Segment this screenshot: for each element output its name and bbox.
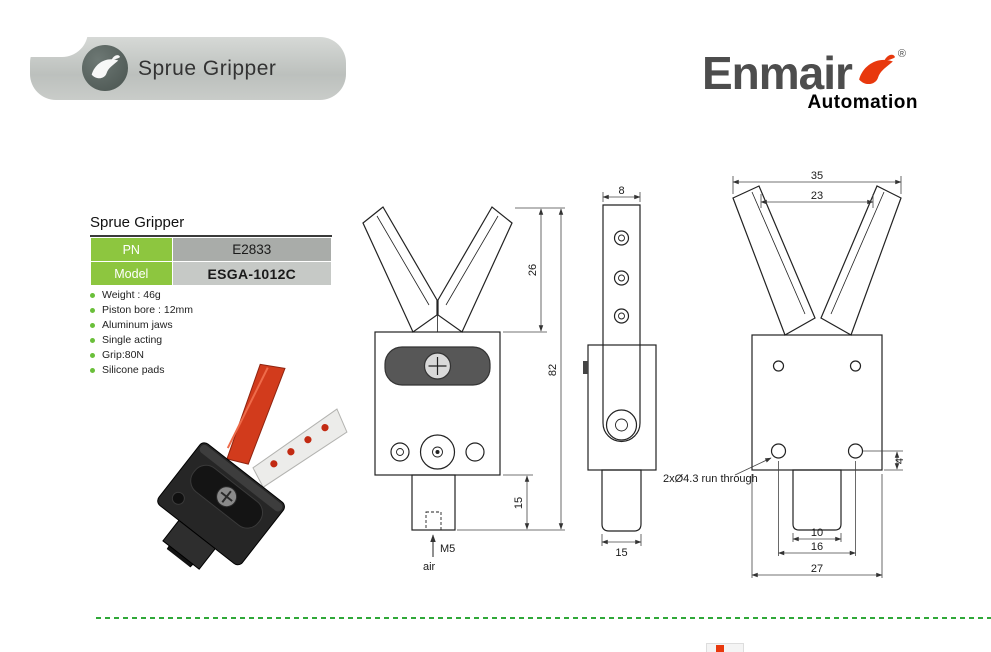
dim-edge-4: 4 xyxy=(894,458,906,464)
drawing-front-view: 26 82 15 M5 air xyxy=(362,206,565,573)
page-title: Sprue Gripper xyxy=(138,57,277,80)
brand-dolphin-icon xyxy=(859,54,895,85)
back-dim-lines xyxy=(732,176,903,578)
bullet-icon xyxy=(90,337,95,343)
back-dim-labels: 35 23 2xØ4.3 run through 4 10 16 27 xyxy=(663,170,906,575)
model-value: ESGA-1012C xyxy=(172,262,331,285)
partial-footer-image xyxy=(706,643,744,652)
dim-stem-15: 15 xyxy=(615,547,627,559)
registered-mark: ® xyxy=(897,48,906,60)
pn-label: PN xyxy=(91,238,172,261)
feature-list: Weight : 46g Piston bore : 12mm Aluminum… xyxy=(90,286,193,379)
dim-stem-15: 15 xyxy=(513,497,525,509)
footer-dashed-rule xyxy=(96,617,991,619)
list-item: Grip:80N xyxy=(90,349,193,361)
brand-row: Enmair ® xyxy=(632,47,932,99)
back-outline xyxy=(732,185,902,531)
banner-notch xyxy=(26,31,88,57)
list-item: Aluminum jaws xyxy=(90,319,193,331)
front-dim-lines xyxy=(430,207,565,557)
feature-text: Piston bore : 12mm xyxy=(102,304,194,316)
list-item: Piston bore : 12mm xyxy=(90,304,193,316)
product-info: Sprue Gripper PN E2833 Model ESGA-1012C xyxy=(90,214,332,286)
dim-tips-23: 23 xyxy=(811,190,823,202)
brand-tagline: Automation xyxy=(807,92,918,113)
dim-body-27: 27 xyxy=(811,563,823,575)
partial-footer-accent xyxy=(716,645,724,652)
brand-block: Enmair ® Automation xyxy=(632,47,932,128)
dolphin-logo-icon xyxy=(91,55,120,79)
pn-value: E2833 xyxy=(172,238,331,261)
dim-jaw-26: 26 xyxy=(527,264,539,276)
bullet-icon xyxy=(90,352,95,358)
front-dim-labels: 26 82 15 M5 air xyxy=(423,264,559,573)
header-banner: Sprue Gripper xyxy=(26,31,346,100)
product-photo xyxy=(125,345,360,581)
list-item: Single acting xyxy=(90,334,193,346)
side-outline xyxy=(583,204,657,532)
hole-note: 2xØ4.3 run through xyxy=(663,473,758,485)
drawing-side-view: 8 15 xyxy=(583,185,657,559)
spec-table: PN E2833 Model ESGA-1012C xyxy=(90,237,332,286)
drawing-back-view: 35 23 2xØ4.3 run through 4 10 16 27 xyxy=(663,170,906,578)
brand-name: Enmair xyxy=(701,47,853,99)
table-row: PN E2833 xyxy=(91,238,331,261)
dim-total-82: 82 xyxy=(547,364,559,376)
dim-stem-10: 10 xyxy=(811,527,823,539)
air-port-label: M5 xyxy=(440,543,455,555)
side-dim-labels: 8 15 xyxy=(615,185,627,559)
feature-text: Aluminum jaws xyxy=(102,319,173,331)
title-rule xyxy=(90,235,332,237)
product-photo-render xyxy=(157,363,348,581)
section-title: Sprue Gripper xyxy=(90,214,185,231)
feature-text: Silicone pads xyxy=(102,364,165,376)
list-item: Silicone pads xyxy=(90,364,193,376)
side-dim-lines xyxy=(601,192,642,546)
dim-holes-16: 16 xyxy=(811,541,823,553)
air-label: air xyxy=(423,561,436,573)
table-row: Model ESGA-1012C xyxy=(91,262,331,285)
feature-text: Grip:80N xyxy=(102,349,145,361)
bullet-icon xyxy=(90,307,95,313)
feature-text: Single acting xyxy=(102,334,163,346)
bullet-icon xyxy=(90,367,95,373)
model-label: Model xyxy=(91,262,172,285)
bullet-icon xyxy=(90,322,95,328)
bullet-icon xyxy=(90,292,95,298)
feature-text: Weight : 46g xyxy=(102,289,161,301)
dolphin-badge xyxy=(82,45,128,91)
list-item: Weight : 46g xyxy=(90,289,193,301)
dim-width-8: 8 xyxy=(618,185,624,197)
front-outline xyxy=(362,206,513,531)
dim-outer-35: 35 xyxy=(811,170,823,182)
